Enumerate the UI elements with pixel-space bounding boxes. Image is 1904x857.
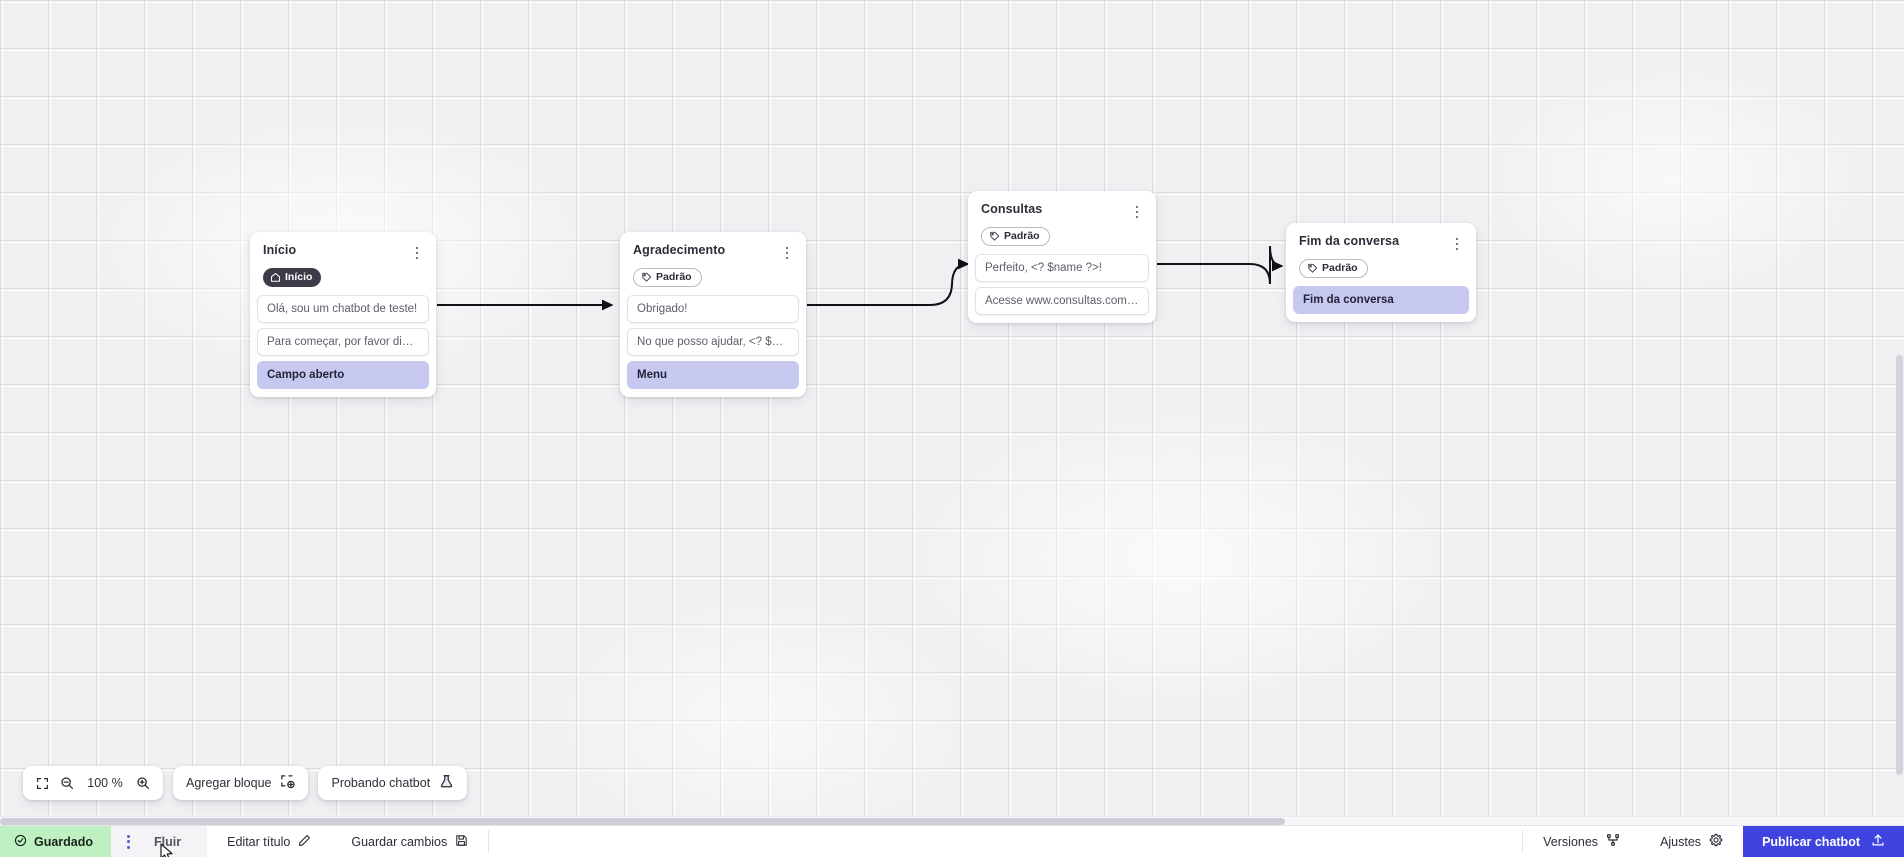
node-title: Fim da conversa — [1299, 234, 1400, 248]
tag-icon — [1307, 263, 1318, 274]
tag-icon — [641, 272, 652, 283]
node-badge[interactable]: Padrão — [633, 268, 702, 287]
node-badge[interactable]: Padrão — [981, 227, 1050, 246]
test-chatbot-label: Probando chatbot — [331, 775, 431, 790]
divider — [1522, 830, 1524, 853]
node-title: Consultas — [981, 202, 1043, 216]
add-block-button[interactable]: Agregar bloque — [186, 774, 296, 792]
node-slot[interactable]: No que posso ajudar, <? $name ... — [627, 328, 799, 356]
node-badge-label: Padrão — [1322, 262, 1358, 275]
node-slot[interactable]: Menu — [627, 361, 799, 389]
zoom-controls: 100 % — [23, 766, 163, 800]
node-header: Início — [257, 239, 429, 262]
node-badge-row: Início — [257, 262, 429, 295]
fit-screen-icon[interactable] — [36, 777, 49, 790]
add-block-group: Agregar bloque — [173, 766, 309, 800]
bottom-bar-right: Versiones Ajustes — [1522, 826, 1904, 857]
node-body: Perfeito, <? $name ?>! Acesse www.consul… — [975, 254, 1149, 316]
node-body: Obrigado! No que posso ajudar, <? $name … — [627, 295, 799, 390]
horizontal-scrollbar-thumb[interactable] — [0, 818, 1285, 825]
versions-label: Versiones — [1543, 834, 1599, 849]
edge-consultas-fim — [1157, 245, 1284, 285]
node-title: Agradecimento — [633, 243, 726, 257]
flask-icon — [439, 774, 454, 792]
upload-icon — [1871, 833, 1885, 850]
saved-label: Guardado — [34, 834, 94, 849]
node-badge-row: Padrão — [975, 221, 1149, 254]
zoom-in-icon[interactable] — [136, 776, 150, 790]
edit-title-button[interactable]: Editar título — [207, 826, 331, 857]
node-menu-icon[interactable] — [409, 244, 425, 262]
branch-icon — [1606, 833, 1620, 850]
gear-icon — [1709, 833, 1723, 850]
node-badge-label: Início — [285, 271, 313, 284]
zoom-out-icon[interactable] — [60, 776, 74, 790]
add-block-label: Agregar bloque — [186, 775, 272, 790]
flow-node-agradecimento[interactable]: Agradecimento Padrão Obrigado! No que po… — [620, 232, 806, 397]
check-circle-icon — [14, 834, 27, 850]
publish-chatbot-button[interactable]: Publicar chatbot — [1743, 826, 1904, 857]
vertical-dots-icon[interactable] — [119, 834, 138, 849]
flow-node-inicio[interactable]: Início Início Olá, sou um chatbot de tes… — [250, 232, 436, 397]
horizontal-scrollbar[interactable] — [0, 816, 1904, 825]
settings-button[interactable]: Ajustes — [1640, 826, 1743, 857]
bottom-status-bar: Guardado Fluir Editar título Guardar cam… — [0, 825, 1904, 857]
node-badge-row: Padrão — [1293, 253, 1469, 286]
node-badge[interactable]: Padrão — [1299, 259, 1368, 278]
home-icon — [270, 272, 281, 283]
node-header: Agradecimento — [627, 239, 799, 262]
node-badge-row: Padrão — [627, 262, 799, 295]
add-block-icon — [280, 774, 296, 792]
tag-icon — [989, 231, 1000, 242]
save-changes-button[interactable]: Guardar cambios — [331, 826, 488, 857]
node-header: Fim da conversa — [1293, 230, 1469, 253]
node-slot[interactable]: Olá, sou um chatbot de teste! — [257, 295, 429, 323]
status-badge-saved: Guardado — [0, 826, 112, 857]
flow-node-consultas[interactable]: Consultas Padrão Perfeito, <? $name ?>! … — [968, 191, 1156, 323]
node-body: Fim da conversa — [1293, 286, 1469, 315]
node-body: Olá, sou um chatbot de teste! Para começ… — [257, 295, 429, 390]
connector-edges — [437, 245, 1284, 311]
canvas-toolbar: 100 % Agregar bloque — [23, 766, 468, 800]
node-header: Consultas — [975, 198, 1149, 221]
test-chatbot-group: Probando chatbot — [318, 766, 468, 800]
node-menu-icon[interactable] — [779, 244, 795, 262]
flow-canvas[interactable]: Início Início Olá, sou um chatbot de tes… — [0, 0, 1904, 820]
edge-agradecimento-consultas — [807, 258, 970, 306]
node-slot[interactable]: Obrigado! — [627, 295, 799, 323]
zoom-level-label: 100 % — [87, 776, 123, 790]
node-badge[interactable]: Início — [263, 268, 322, 287]
publish-label: Publicar chatbot — [1762, 834, 1860, 849]
tab-fluir[interactable]: Fluir — [111, 826, 208, 857]
node-slot[interactable]: Campo aberto — [257, 361, 429, 389]
settings-label: Ajustes — [1660, 834, 1702, 849]
tab-fluir-label: Fluir — [154, 834, 182, 849]
node-slot[interactable]: Perfeito, <? $name ?>! — [975, 254, 1149, 282]
floppy-icon — [455, 834, 468, 850]
flow-node-fim-da-conversa[interactable]: Fim da conversa Padrão Fim da conversa — [1286, 223, 1476, 322]
node-badge-label: Padrão — [1004, 230, 1040, 243]
node-slot[interactable]: Acesse www.consultas.com par... — [975, 287, 1149, 315]
node-slot[interactable]: Fim da conversa — [1293, 286, 1469, 314]
save-changes-label: Guardar cambios — [351, 834, 448, 849]
node-title: Início — [263, 243, 297, 257]
edit-title-label: Editar título — [227, 834, 291, 849]
vertical-scrollbar[interactable] — [1895, 0, 1904, 820]
test-chatbot-button[interactable]: Probando chatbot — [331, 774, 454, 792]
pencil-icon — [298, 834, 311, 850]
vertical-scrollbar-thumb[interactable] — [1896, 355, 1903, 775]
versions-button[interactable]: Versiones — [1523, 826, 1640, 857]
node-menu-icon[interactable] — [1129, 203, 1145, 221]
node-badge-label: Padrão — [656, 271, 692, 284]
node-menu-icon[interactable] — [1449, 235, 1465, 253]
node-slot[interactable]: Para começar, por favor digite o ... — [257, 328, 429, 356]
divider — [488, 830, 490, 853]
